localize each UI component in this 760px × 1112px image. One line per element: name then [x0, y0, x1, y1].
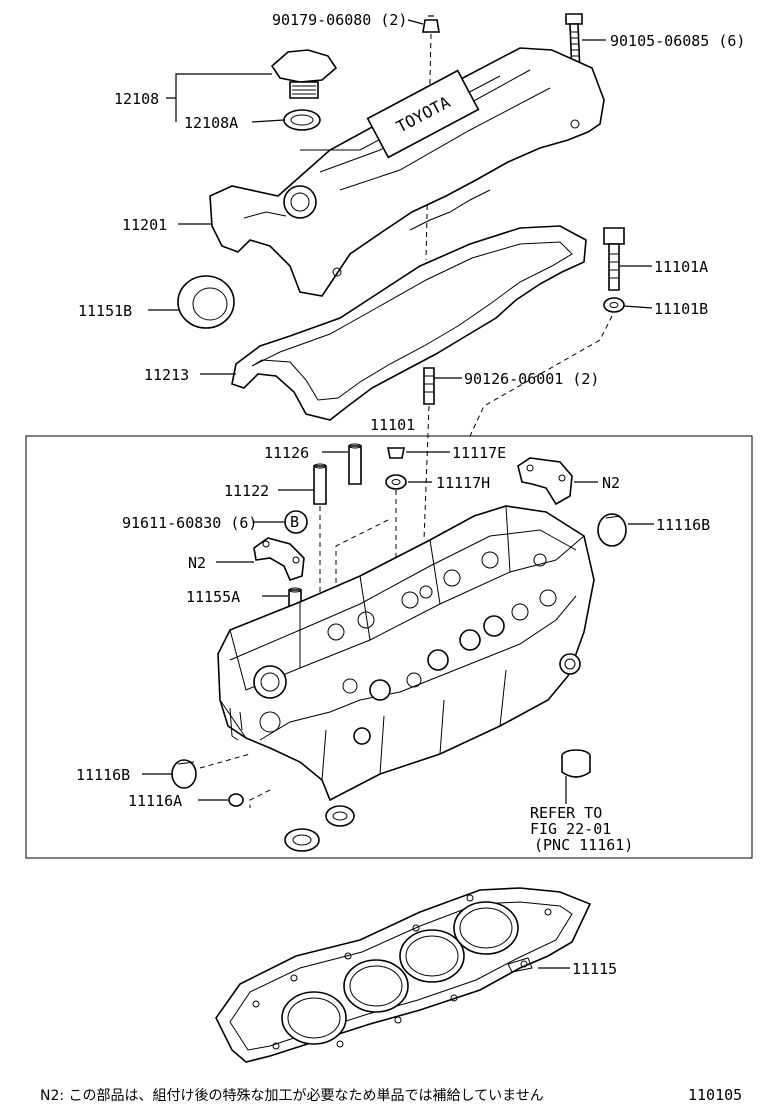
cylinder-head-group-box [25, 435, 753, 859]
label-11201: 11201 [122, 216, 167, 234]
plug-11117e-drawing [387, 447, 405, 459]
label-11122: 11122 [224, 482, 269, 500]
label-91611-60830: 91611-60830 (6) [122, 514, 257, 532]
label-refer-fig: FIG 22-01 [530, 820, 611, 838]
label-90105-06085: 90105-06085 (6) [610, 32, 745, 50]
label-B: B [290, 513, 299, 531]
label-11116B-right: 11116B [656, 516, 710, 534]
leader-11101B [623, 305, 653, 309]
figure-number: 110105 [688, 1086, 742, 1104]
stud-90126-drawing [423, 367, 435, 405]
leader-12108A [251, 119, 285, 123]
head-cover-drawing: TOYOTA [209, 47, 605, 297]
label-11101A: 11101A [654, 258, 708, 276]
label-90126-06001: 90126-06001 (2) [464, 370, 599, 388]
footnote-n2: N2: この部品は、組付け後の特殊な加工が必要なため単品では補給していません [40, 1088, 544, 1104]
cylinder-head-drawing [217, 505, 595, 802]
label-11151B: 11151B [78, 302, 132, 320]
bearing-cap-right-drawing [517, 457, 573, 506]
oil-filler-cap-drawing [270, 49, 338, 99]
label-90179-06080: 90179-06080 (2) [272, 11, 407, 29]
label-N2-left: N2 [188, 554, 206, 572]
cap-nut-drawing [422, 15, 440, 33]
label-refer-to: REFER TO [530, 804, 602, 822]
leader-90179 [407, 19, 424, 25]
label-11117H: 11117H [436, 474, 490, 492]
pin-11122-drawing [313, 463, 327, 505]
label-N2-right: N2 [602, 474, 620, 492]
seal-11151b-drawing [177, 275, 235, 329]
head-gasket-drawing [215, 887, 592, 1063]
b-callout-circle [284, 510, 308, 534]
leader-12108 [166, 73, 272, 122]
plug-11116a-drawing [228, 793, 244, 807]
pin-11126-drawing [348, 443, 362, 485]
label-refer-pnc: (PNC 11161) [534, 836, 633, 854]
label-11116B-left: 11116B [76, 766, 130, 784]
label-12108: 12108 [114, 90, 159, 108]
label-11126: 11126 [264, 444, 309, 462]
label-11116A: 11116A [128, 792, 182, 810]
label-11213: 11213 [144, 366, 189, 384]
label-11115: 11115 [572, 960, 617, 978]
bearing-cap-left-drawing [253, 537, 305, 581]
filler-cap-gasket-drawing [283, 109, 321, 131]
label-12108A: 12108A [184, 114, 238, 132]
bolt-11101a-drawing [603, 227, 625, 291]
lower-seal-ring-drawing [284, 805, 355, 852]
label-11101: 11101 [370, 416, 415, 434]
label-11155A: 11155A [186, 588, 240, 606]
label-11117E: 11117E [452, 444, 506, 462]
label-11101B: 11101B [654, 300, 708, 318]
plug-11116b-left-drawing [171, 759, 197, 789]
head-cover-gasket-drawing [231, 225, 587, 421]
plug-11116b-right-drawing [597, 513, 627, 547]
ring-11117h-drawing [385, 474, 407, 490]
washer-11101b-drawing [603, 297, 625, 313]
cap-11161-drawing [561, 749, 591, 778]
